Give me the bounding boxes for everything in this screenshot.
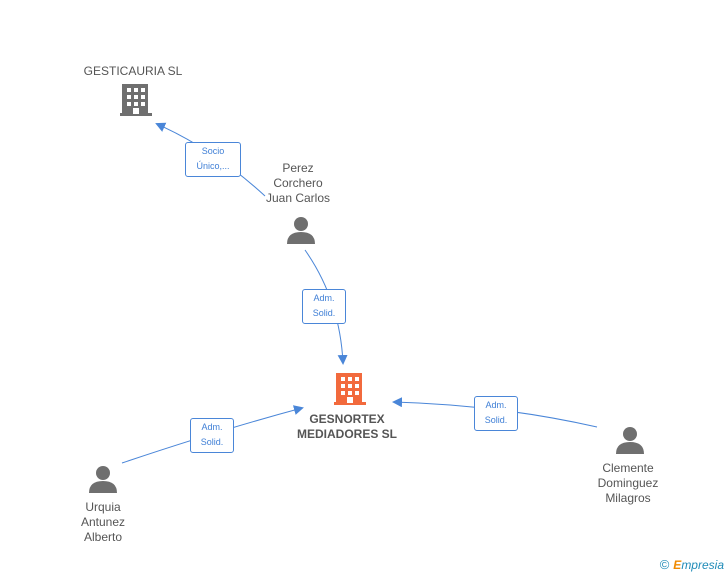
edge-label-adm-solid: Adm. Solid. xyxy=(302,289,346,324)
company-building-icon[interactable] xyxy=(120,84,152,116)
empresia-logo-text: mpresia xyxy=(681,558,724,572)
company-name-gesticauria[interactable]: GESTICAURIA SL xyxy=(83,64,183,78)
focus-company-name[interactable]: GESNORTEX MEDIADORES SL xyxy=(296,412,397,441)
person-name-clemente[interactable]: Clemente Dominguez Milagros xyxy=(597,461,659,505)
person-icon[interactable] xyxy=(616,427,644,454)
copyright-icon: © xyxy=(659,557,670,572)
empresia-copyright: ©Empresia xyxy=(660,557,724,572)
edge-label-socio-unico: Socio Único,... xyxy=(185,142,241,177)
focus-company-building-icon[interactable] xyxy=(334,373,366,405)
edge-label-adm-solid: Adm. Solid. xyxy=(474,396,518,431)
person-name-urquia[interactable]: Urquia Antunez Alberto xyxy=(80,500,126,544)
person-name-perez[interactable]: Perez Corchero Juan Carlos xyxy=(265,161,331,205)
person-icon[interactable] xyxy=(287,217,315,244)
empresia-logo-e: E xyxy=(673,558,682,572)
person-icon[interactable] xyxy=(89,466,117,493)
edge-label-adm-solid: Adm. Solid. xyxy=(190,418,234,453)
